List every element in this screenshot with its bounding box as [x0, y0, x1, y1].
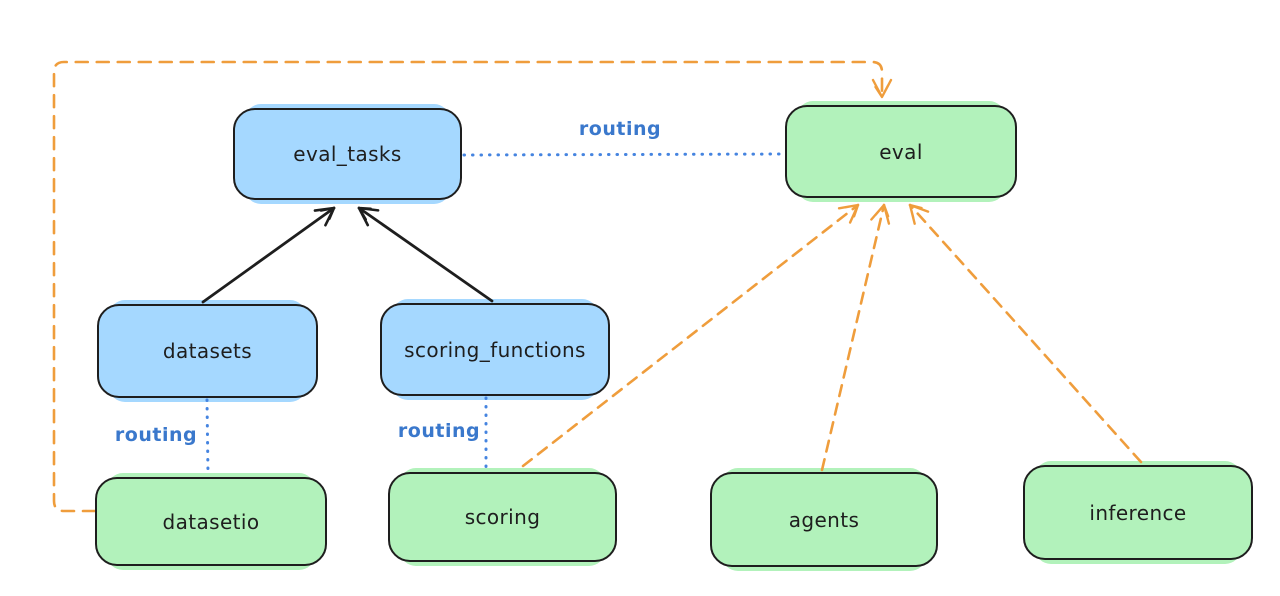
edge-datasets-to-eval-tasks	[201, 206, 336, 304]
node-datasets: datasets	[97, 304, 318, 398]
node-eval: eval	[785, 105, 1017, 198]
routing-label-scoring-functions-scoring: routing	[397, 420, 481, 442]
node-eval-tasks-label: eval_tasks	[293, 142, 402, 166]
edge-agents-to-eval	[820, 203, 891, 472]
edge-datasets-to-datasetio-routing	[205, 398, 210, 476]
node-agents-label: agents	[788, 507, 860, 532]
edge-inference-to-eval	[908, 203, 1143, 464]
routing-label-eval-tasks-eval: routing	[578, 118, 662, 140]
node-datasetio: datasetio	[95, 477, 327, 566]
node-scoring-label: scoring	[464, 505, 541, 529]
node-scoring-functions-label: scoring_functions	[404, 337, 586, 362]
node-scoring-functions: scoring_functions	[380, 303, 610, 396]
node-eval-label: eval	[879, 139, 923, 164]
node-datasets-label: datasets	[162, 339, 253, 363]
node-agents: agents	[710, 472, 938, 567]
edge-eval-tasks-to-eval-routing	[462, 152, 785, 157]
node-datasetio-label: datasetio	[162, 509, 260, 534]
node-scoring: scoring	[388, 472, 617, 562]
node-inference-label: inference	[1089, 500, 1187, 525]
edge-datasetio-to-eval	[52, 60, 893, 513]
edge-scoring-to-eval	[521, 203, 860, 468]
routing-label-datasets-datasetio: routing	[114, 424, 198, 446]
node-eval-tasks: eval_tasks	[233, 108, 462, 200]
node-inference: inference	[1023, 465, 1253, 560]
edge-scoring-functions-to-eval-tasks	[357, 206, 494, 303]
